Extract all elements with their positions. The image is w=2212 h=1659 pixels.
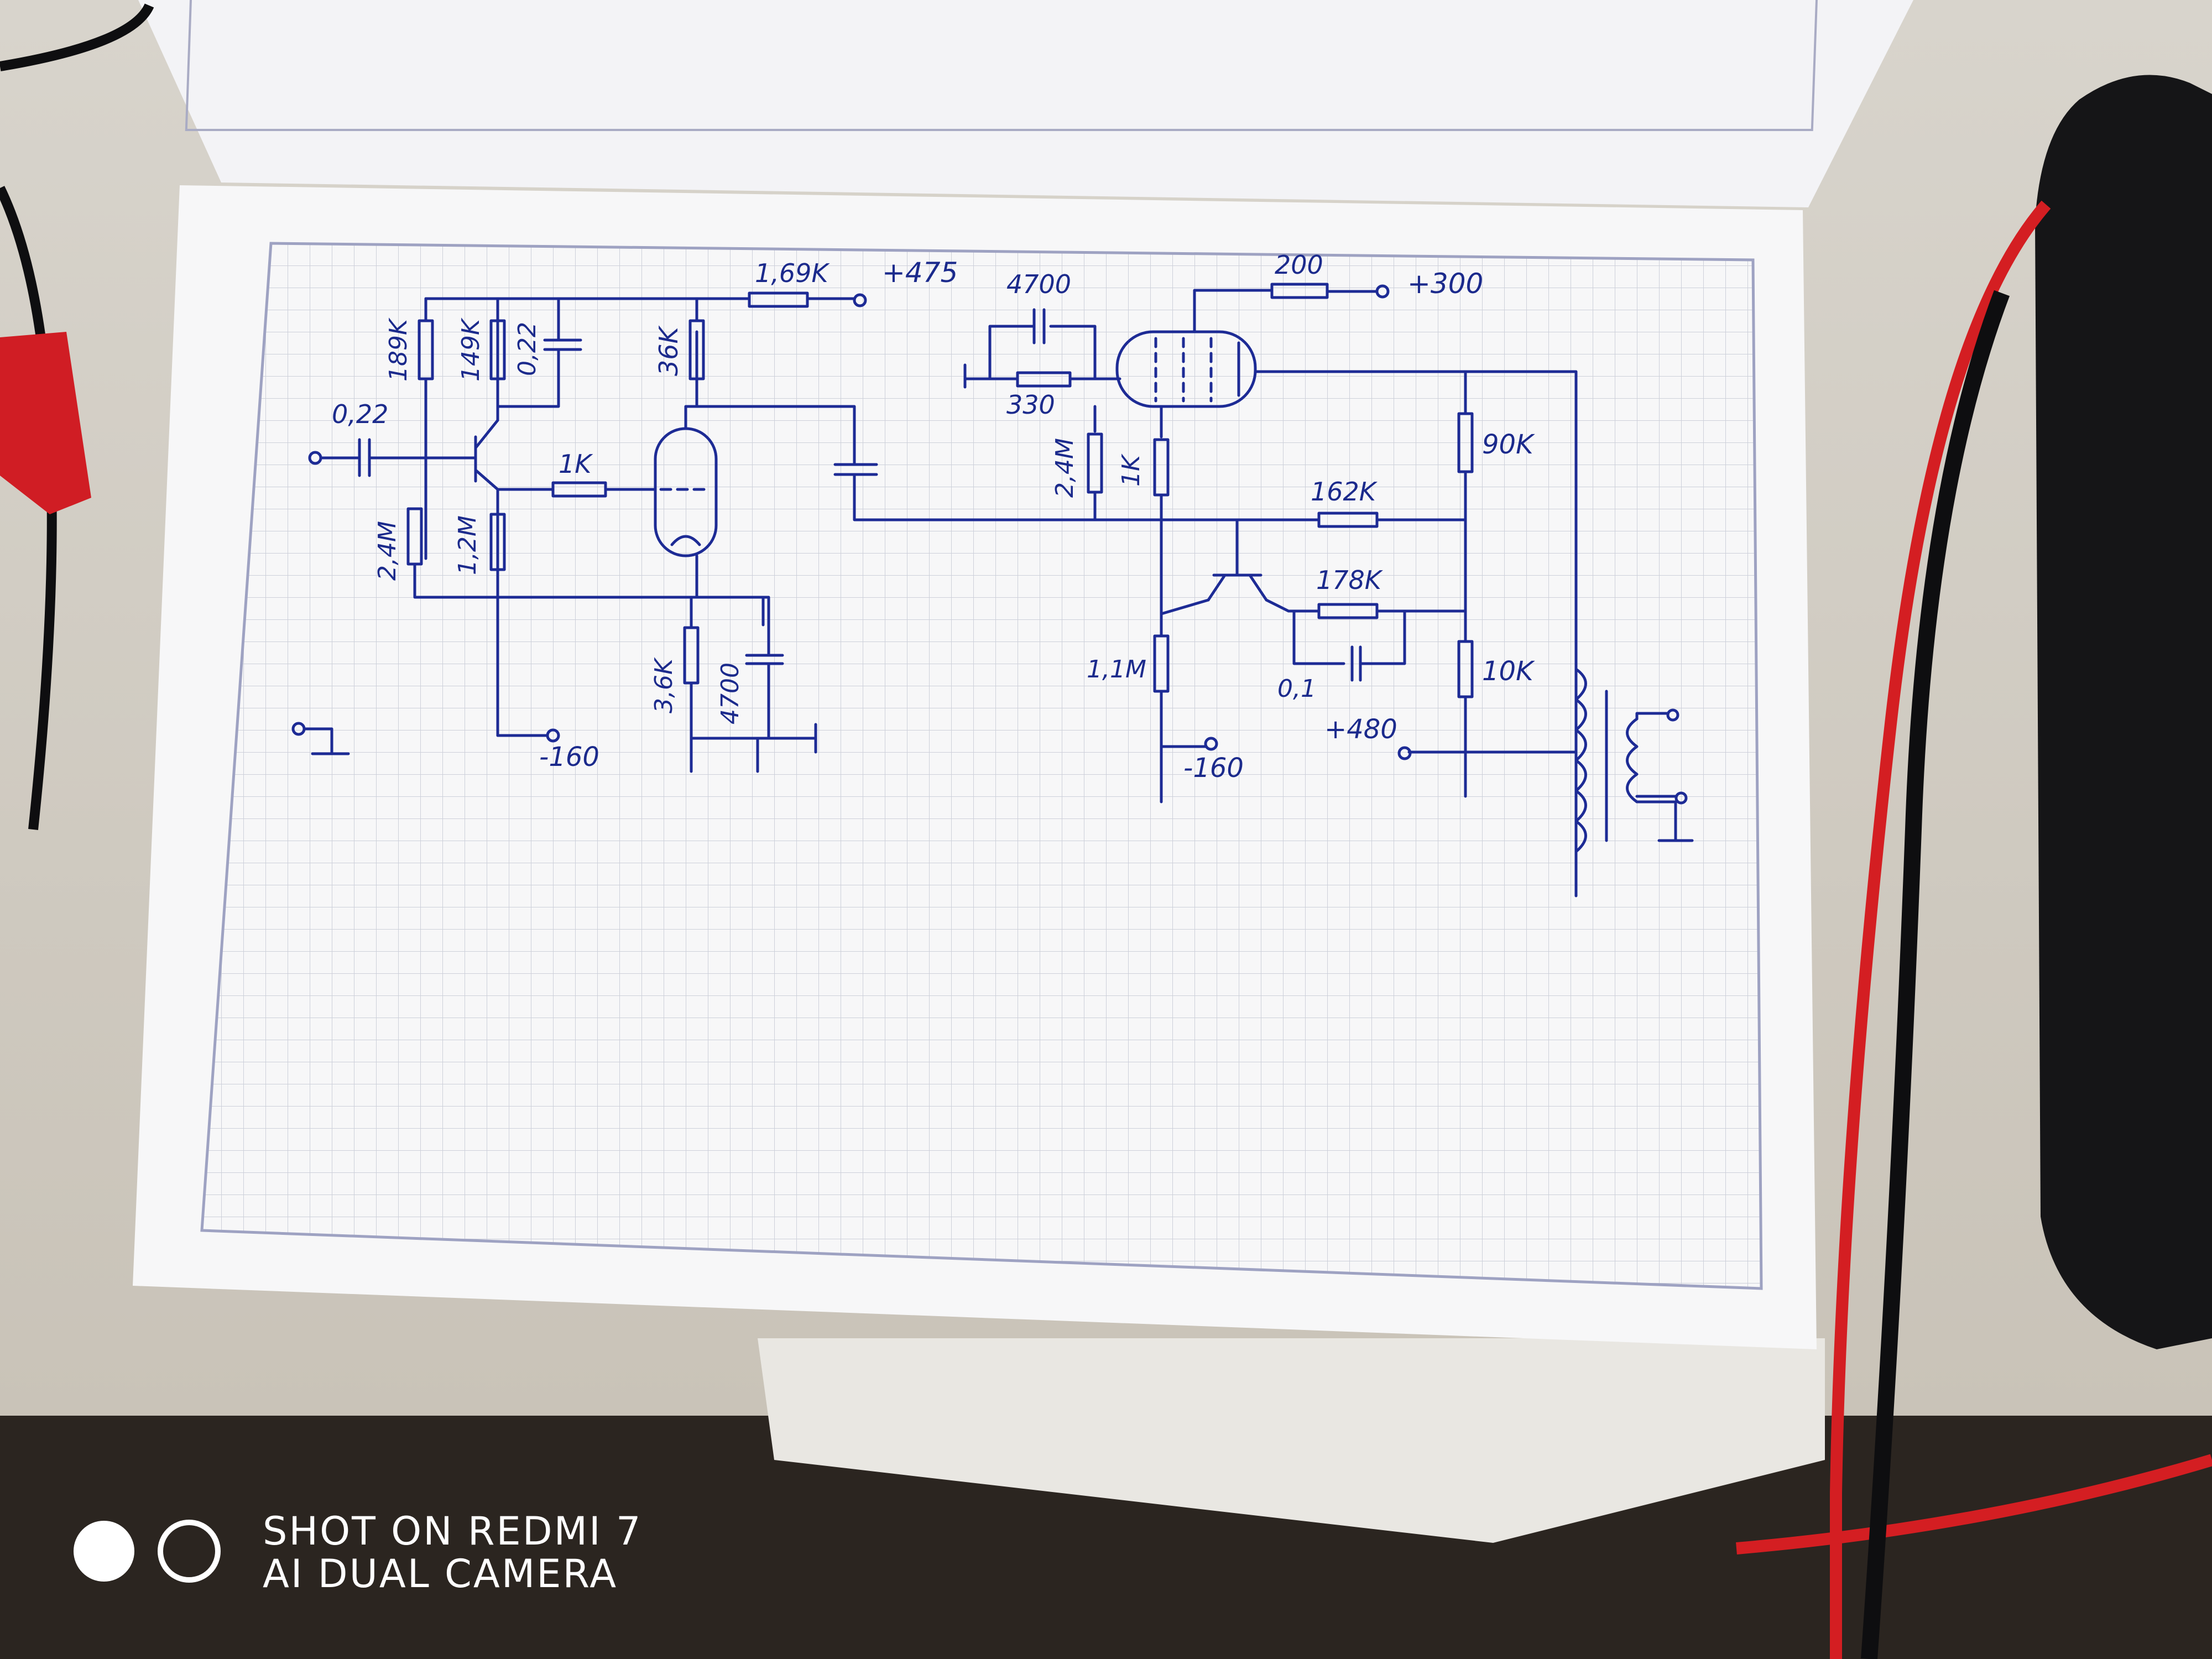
dual-camera-logo <box>74 1520 221 1583</box>
label-r-leak-2: 2,4M <box>1051 438 1079 498</box>
output-terminal-2 <box>1674 791 1688 805</box>
terminal-475 <box>853 293 867 307</box>
black-cable <box>1861 290 2010 1659</box>
label-c-grid-2: 4700 <box>1006 269 1071 299</box>
label-r-11m: 1,1M <box>1087 655 1146 684</box>
tube-2 <box>1115 330 1257 408</box>
transformer-secondary <box>1626 717 1639 804</box>
label-c-cathode-1: 4700 <box>716 662 744 724</box>
page-frame <box>200 242 1763 1290</box>
terminal-480 <box>1397 746 1412 760</box>
resistor-1m2 <box>489 513 506 571</box>
label-r-178k: 178K <box>1316 565 1384 595</box>
dark-device <box>2035 75 2212 1349</box>
label-supply-neg160-right: -160 <box>1183 753 1244 784</box>
label-r-plate-supply: 1,69K <box>755 258 830 288</box>
camera-watermark: SHOT ON REDMI 7 AI DUAL CAMERA <box>72 1493 680 1597</box>
label-supply-480: +480 <box>1324 714 1397 745</box>
label-c-input: 0,22 <box>332 399 388 429</box>
transformer-primary <box>1574 667 1587 853</box>
black-cable-left <box>0 3 154 71</box>
red-cable-lower <box>1736 1454 2212 1554</box>
label-r-grid-1: 1K <box>559 449 593 479</box>
label-r-cathode-2: 1K <box>1117 453 1145 487</box>
label-r-plate-1: 36K <box>654 325 684 376</box>
label-supply-300: +300 <box>1407 268 1483 300</box>
label-r-feedback: 90K <box>1482 429 1535 460</box>
label-r-162k: 162K <box>1311 477 1378 507</box>
paper-stack-under <box>758 1338 1825 1543</box>
schematic-labels: 1,69K +475 189K 149K 0,22 0,22 36K 1K 2,… <box>332 250 1535 784</box>
grid-area <box>202 243 1761 1288</box>
label-supply-475: +475 <box>882 257 958 289</box>
label-r-cathode-1: 3,6K <box>650 657 678 713</box>
notebook-top-page <box>138 0 1913 207</box>
watermark-line-1: SHOT ON REDMI 7 <box>263 1509 643 1554</box>
watermark-line-2: AI DUAL CAMERA <box>263 1551 618 1597</box>
label-c-decouple: 0,22 <box>513 322 541 376</box>
label-r-bias-top: 189K <box>384 317 413 382</box>
label-r-grid-2: 330 <box>1006 390 1055 420</box>
label-supply-neg160-left: -160 <box>539 742 599 773</box>
terminal-neg160-left <box>546 728 560 743</box>
schematic <box>291 283 1694 898</box>
label-r-emitter-top: 149K <box>457 317 485 382</box>
label-c-01: 0,1 <box>1277 675 1316 703</box>
label-r-emitter-bottom: 1,2M <box>453 515 482 575</box>
label-r-10k: 10K <box>1482 656 1535 687</box>
top-page-frame <box>185 0 1819 131</box>
terminal-300 <box>1375 284 1390 299</box>
output-terminal-1 <box>1666 708 1679 722</box>
red-cable <box>1830 200 2051 1659</box>
terminal-neg160-right <box>1204 737 1218 751</box>
label-r-screen: 200 <box>1275 250 1323 280</box>
transistor-1 <box>474 419 499 491</box>
red-alligator-clip <box>0 332 91 514</box>
label-r-bias-bottom: 2,4M <box>373 521 401 581</box>
